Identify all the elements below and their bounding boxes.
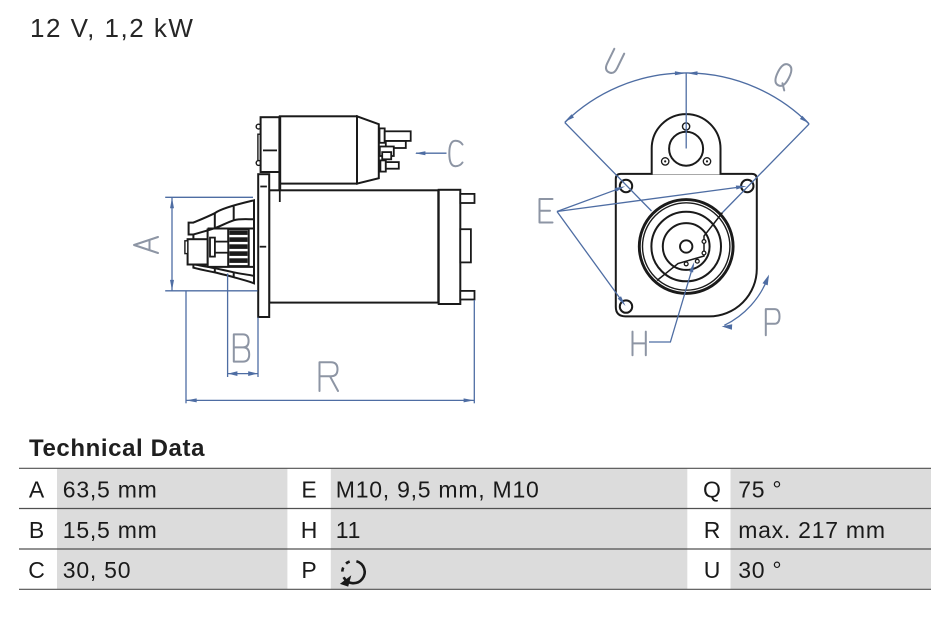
svg-text:C: C [28,557,45,583]
svg-text:M10, 9,5 mm, M10: M10, 9,5 mm, M10 [336,476,540,502]
svg-text:P: P [301,557,316,583]
svg-text:U: U [704,557,721,583]
svg-text:H: H [301,517,318,543]
svg-text:30, 50: 30, 50 [63,557,131,583]
svg-text:R: R [704,517,721,543]
svg-text:A: A [29,476,45,502]
svg-text:15,5 mm: 15,5 mm [63,517,158,543]
svg-text:63,5 mm: 63,5 mm [63,476,158,502]
svg-text:30 °: 30 ° [738,557,782,583]
svg-text:75 °: 75 ° [738,476,782,502]
svg-text:E: E [301,476,316,502]
svg-text:Technical Data: Technical Data [29,435,205,462]
svg-text:B: B [29,517,44,543]
svg-text:Q: Q [703,476,721,502]
svg-text:max. 217 mm: max. 217 mm [738,517,886,543]
svg-text:12 V, 1,2 kW: 12 V, 1,2 kW [30,13,194,43]
svg-text:11: 11 [336,517,361,543]
